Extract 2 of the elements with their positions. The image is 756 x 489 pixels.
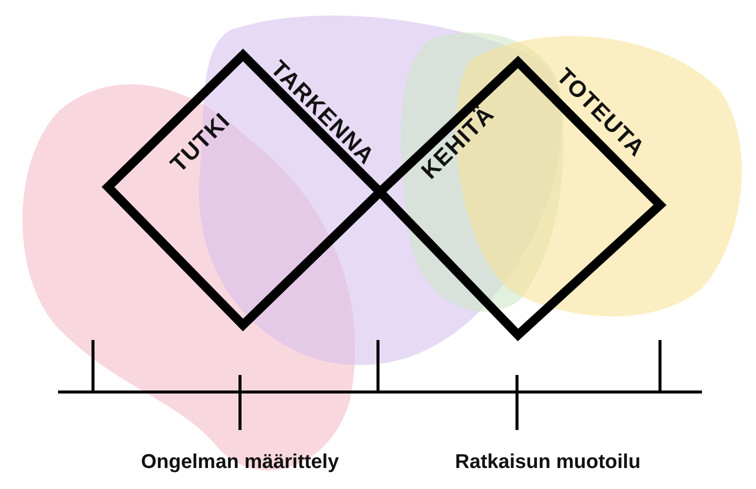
phase-label: Ratkaisun muotoilu [455, 450, 641, 474]
phase-label: Ongelman määrittely [141, 450, 339, 474]
